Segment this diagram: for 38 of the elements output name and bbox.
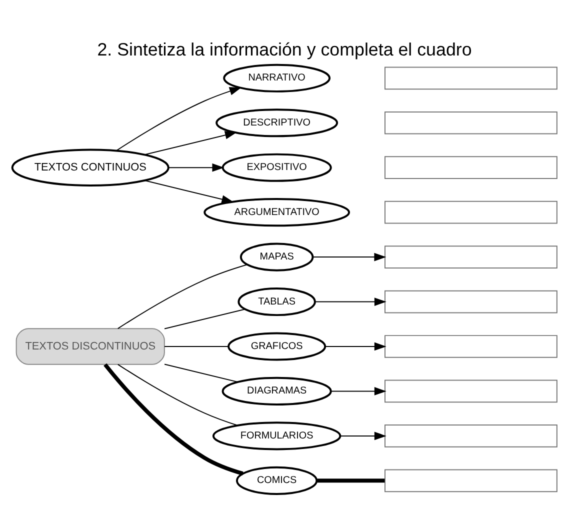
node-box xyxy=(384,66,558,90)
arrow xyxy=(340,431,386,440)
connector xyxy=(317,478,385,482)
arrow xyxy=(144,130,237,155)
node-box xyxy=(384,200,558,224)
connector xyxy=(104,362,244,475)
node-ellipse: DESCRIPTIVO xyxy=(216,108,338,137)
node-ellipse: EXPOSITIVO xyxy=(222,152,332,182)
connector xyxy=(164,308,246,329)
arrow xyxy=(144,180,234,203)
connector xyxy=(117,363,238,426)
node-box xyxy=(384,290,558,313)
node-box xyxy=(384,424,558,447)
arrow xyxy=(325,342,386,350)
diagram-title: 2. Sintetiza la información y completa el cuadro xyxy=(97,38,472,59)
arrow xyxy=(314,297,386,306)
arrow xyxy=(116,86,242,151)
node-ellipse: FORMULARIOS xyxy=(212,421,342,450)
node-box: TEXTOS DISCONTINUOS xyxy=(16,328,165,364)
connector xyxy=(164,363,238,382)
arrow xyxy=(312,252,386,261)
arrow xyxy=(330,386,386,395)
node-ellipse: TABLAS xyxy=(238,287,316,316)
node-ellipse: DIAGRAMAS xyxy=(222,376,332,405)
node-ellipse: COMICS xyxy=(236,466,318,494)
node-box xyxy=(384,156,558,179)
node-ellipse: NARRATIVO xyxy=(223,63,331,92)
arrow xyxy=(168,162,224,172)
node-ellipse: MAPAS xyxy=(240,242,314,271)
node-box xyxy=(384,110,558,134)
node-ellipse: ARGUMENTATIVO xyxy=(204,198,350,226)
node-ellipse: TEXTOS CONTINUOS xyxy=(11,148,170,186)
node-box xyxy=(384,334,558,358)
node-box xyxy=(384,379,558,402)
node-box xyxy=(384,468,558,492)
node-ellipse: GRAFICOS xyxy=(228,332,326,360)
node-box xyxy=(384,245,558,268)
connector xyxy=(117,264,248,329)
